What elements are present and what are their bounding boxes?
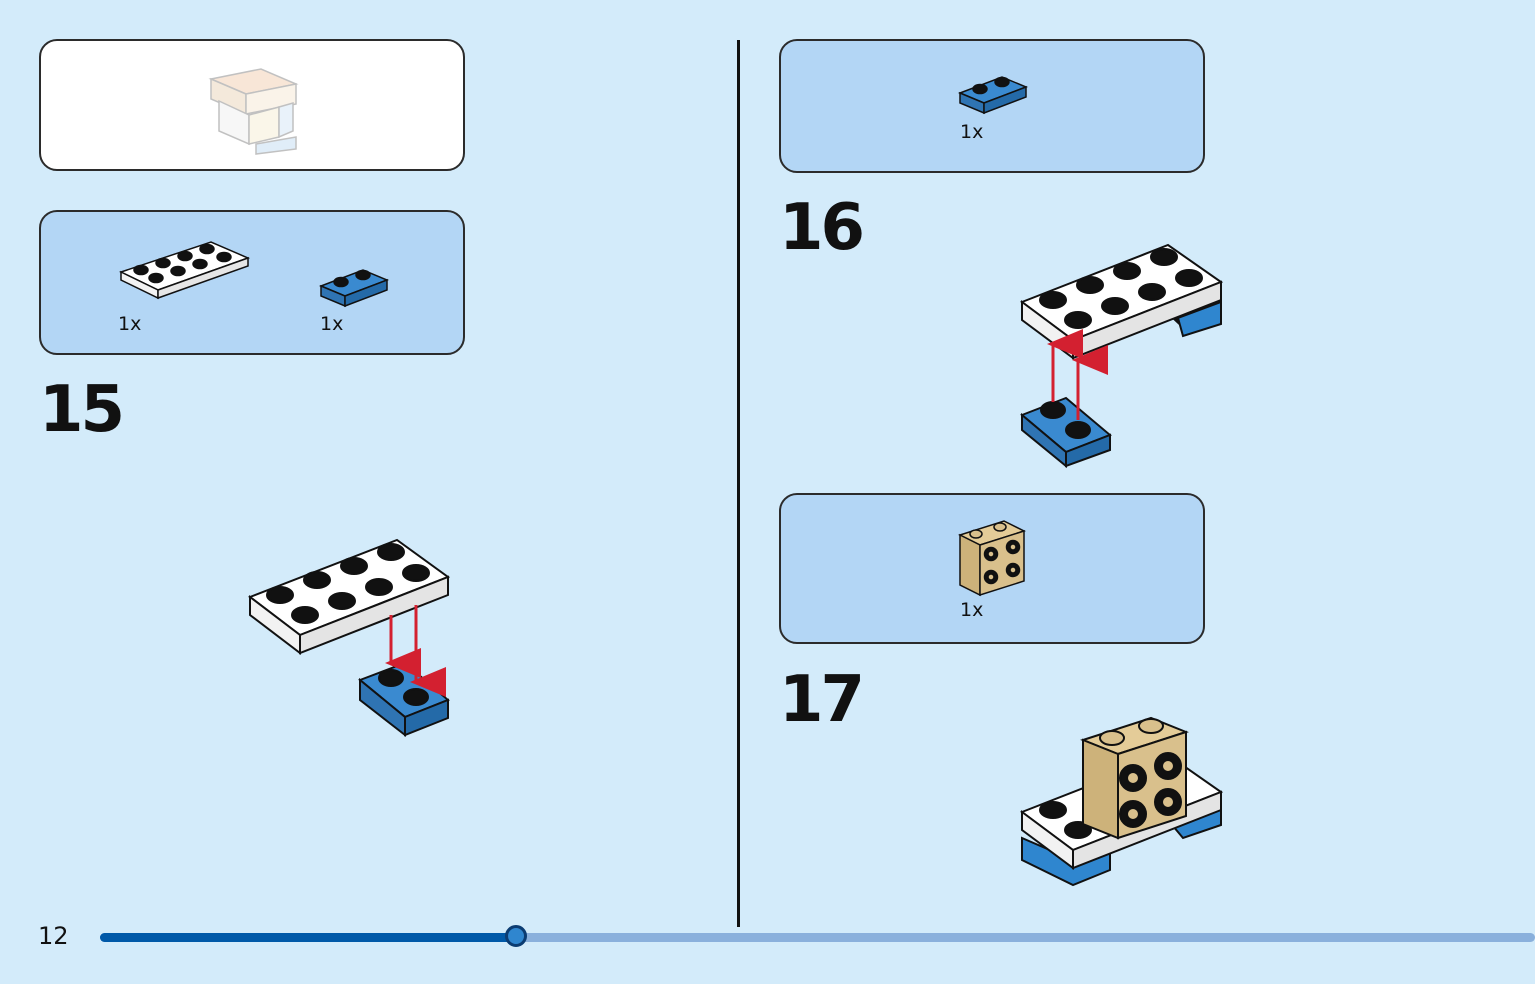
blue-plate-1x2-icon — [318, 269, 390, 308]
step-17-assembly-illustration — [1019, 716, 1224, 887]
step-15-part-1-qty: 1x — [118, 313, 142, 335]
progress-fill — [100, 933, 517, 942]
step-17-parts-box: 1x — [779, 493, 1205, 644]
step-15-parts-box: 1x 1x — [39, 210, 465, 355]
step-16-assembly-illustration — [1019, 243, 1224, 469]
step-17-part-1-qty: 1x — [960, 599, 984, 621]
step-16-parts-box: 1x — [779, 39, 1205, 173]
step-15-number: 15 — [39, 373, 125, 447]
blue-plate-1x2-icon — [957, 76, 1029, 115]
step-16-number: 16 — [779, 191, 865, 265]
progress-knob — [505, 925, 528, 947]
white-plate-2x4-icon — [119, 241, 251, 300]
step-16-part-1-qty: 1x — [960, 121, 984, 143]
progress-bar — [100, 925, 1535, 947]
tan-brick-with-studs-icon — [958, 520, 1026, 597]
step-15-assembly-illustration — [247, 538, 451, 738]
step-15-part-2-qty: 1x — [320, 313, 344, 335]
step-17-number: 17 — [779, 663, 865, 737]
page-divider — [737, 40, 740, 927]
page-number: 12 — [38, 922, 69, 950]
submodel-preview-image — [208, 68, 299, 155]
submodel-preview-box — [39, 39, 465, 171]
